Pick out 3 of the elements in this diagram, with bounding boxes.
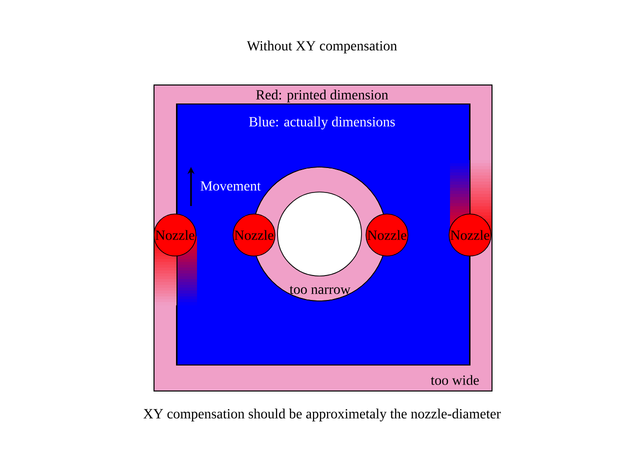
title: Without XY compensation: [246, 40, 397, 54]
hole-circle: [277, 192, 362, 276]
caption: XY compensation should be approximetaly the nozzle-diameter: [143, 408, 501, 422]
